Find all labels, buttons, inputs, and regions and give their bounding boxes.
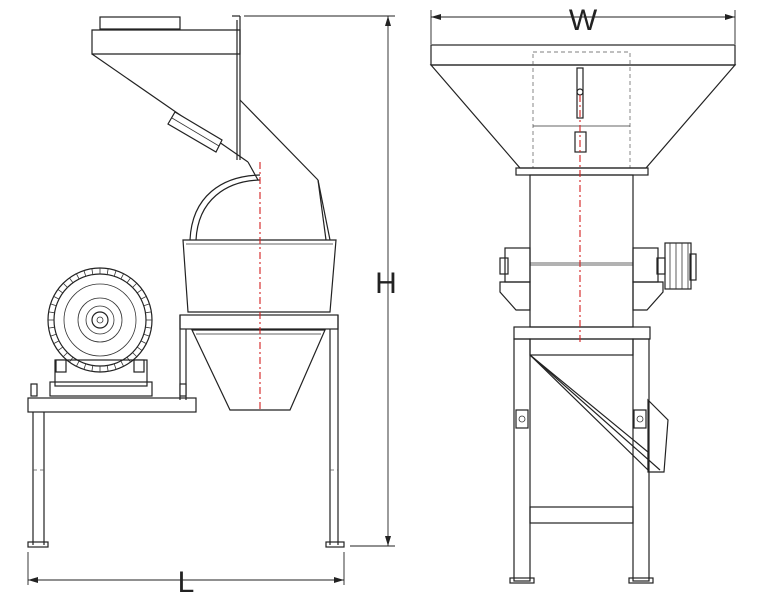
front-bearings	[499, 247, 666, 311]
motor-fin	[69, 277, 74, 284]
dimension-length: L	[27, 552, 345, 599]
motor-fin	[145, 326, 152, 329]
motor-fin	[48, 326, 55, 329]
motor-fin	[83, 270, 87, 277]
side-motor	[30, 267, 187, 397]
motor-fin	[50, 333, 57, 337]
width-label: W	[569, 4, 598, 37]
motor-fin	[76, 273, 80, 280]
motor-fin	[57, 346, 64, 351]
front-view	[429, 44, 737, 584]
motor-fin	[132, 352, 138, 358]
front-pulley	[664, 242, 697, 290]
motor-fin	[120, 273, 124, 280]
front-collar	[515, 167, 649, 176]
motor-fin	[91, 365, 94, 372]
motor-fin	[83, 363, 87, 370]
motor-fin	[50, 303, 57, 307]
motor-fin	[126, 277, 131, 284]
side-discharge-cone	[191, 329, 326, 411]
motor-fin	[57, 289, 64, 294]
motor-fin	[140, 296, 147, 300]
motor-fin	[106, 365, 109, 372]
motor-fin	[113, 363, 117, 370]
front-body	[529, 174, 634, 328]
motor-fin	[76, 360, 80, 367]
front-hopper	[429, 44, 737, 169]
side-hopper	[91, 15, 249, 163]
motor-fin	[113, 270, 117, 277]
motor-fin	[91, 268, 94, 275]
side-chute	[189, 99, 331, 241]
motor-fin	[62, 352, 68, 358]
motor-fins	[48, 268, 152, 372]
motor-fin	[120, 360, 124, 367]
side-view	[27, 15, 345, 548]
motor-fin	[136, 289, 143, 294]
motor-fin	[53, 340, 60, 344]
length-label: L	[178, 566, 195, 599]
motor-fin	[143, 303, 150, 307]
motor-fin	[136, 346, 143, 351]
motor-fin	[140, 340, 147, 344]
motor-fin	[53, 296, 60, 300]
height-label: H	[375, 267, 397, 300]
front-stand	[509, 326, 669, 584]
dimension-height: H	[244, 15, 397, 547]
motor-fin	[145, 311, 152, 314]
dimension-width: W	[430, 4, 736, 44]
motor-fin	[132, 282, 138, 288]
motor-fin	[143, 333, 150, 337]
motor-fin	[48, 311, 55, 314]
motor-fin	[62, 282, 68, 288]
side-frame	[27, 314, 345, 548]
motor-fin	[106, 268, 109, 275]
